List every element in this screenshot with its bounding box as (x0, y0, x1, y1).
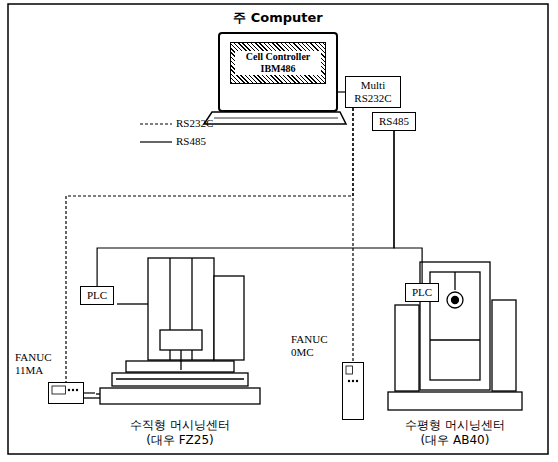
controller-button (68, 389, 70, 391)
controller-button (356, 380, 358, 382)
controller-button (352, 380, 354, 382)
computer-base (204, 112, 346, 124)
screen-label: Cell Controller IBM486 (235, 51, 321, 75)
controller-screen (346, 366, 353, 374)
computer-monitor: 주 ComputerCell Controller IBM486 (218, 32, 338, 112)
controller-button (72, 389, 74, 391)
legend-sample (140, 123, 172, 124)
machine-center: 수평형 머시닝센터 (대우 AB40) (385, 258, 525, 448)
rs485-line (394, 131, 422, 283)
horizontal-machine (388, 262, 522, 410)
drawing-stroke (84, 397, 100, 398)
legend-sample (140, 141, 172, 142)
drawing-stroke (96, 393, 100, 394)
controller-face (343, 363, 363, 419)
plc-box: PLC (405, 283, 439, 302)
drawing-stroke (116, 378, 244, 379)
drawing-stroke (126, 361, 234, 372)
machine-caption: 수평형 머시닝센터 (대우 AB40) (401, 418, 509, 448)
rs232c-line (352, 108, 353, 362)
drawing-stroke (117, 303, 148, 304)
frame (8, 4, 548, 454)
controller-screen (52, 386, 66, 394)
drawing-stroke (452, 297, 459, 304)
legend-entry: RS485 (176, 135, 206, 148)
vertical-machine (84, 258, 260, 404)
legend-label: RS232C (176, 117, 213, 130)
fanuc-cabinet: FANUC 0MC (342, 362, 364, 420)
controller-button (348, 380, 350, 382)
multi-port-box: Multi RS232C (345, 76, 401, 108)
drawing-stroke (160, 330, 202, 350)
drawing-stroke (112, 373, 248, 386)
drawing-stroke (148, 258, 214, 360)
machine-center: 수직형 머시닝센터 (대우 FZ25) (95, 256, 265, 448)
controller-button (76, 389, 78, 391)
drawing-stroke (454, 272, 455, 290)
box-label: PLC (412, 286, 432, 299)
fanuc-pendant: FANUC 11MA (48, 382, 84, 404)
box-label: PLC (87, 289, 107, 302)
machine-caption: 수직형 머시닝센터 (대우 FZ25) (126, 418, 234, 448)
drawing-stroke (430, 339, 480, 340)
monitor-screen: Cell Controller IBM486 (230, 42, 326, 84)
drawing-stroke (388, 392, 522, 410)
drawing-stroke (100, 388, 260, 404)
controller-face (49, 383, 83, 403)
drawing-stroke (214, 276, 244, 360)
drawing-stroke (395, 305, 419, 391)
rs485-line (97, 131, 394, 286)
legend-label: RS485 (176, 135, 206, 148)
computer-label: 주 Computer (233, 9, 323, 27)
drawing-stroke (420, 262, 490, 390)
drawing-stroke (492, 300, 516, 391)
rs232c-line (66, 108, 353, 382)
box-label: RS485 (379, 115, 409, 128)
drawing-stroke (447, 292, 463, 308)
rs485-port-box: RS485 (372, 112, 416, 131)
legend-entry: RS232C (176, 117, 213, 130)
drawing-stroke (180, 350, 181, 370)
computer-base-line (214, 118, 338, 119)
rs485-line (84, 392, 95, 393)
rs485-line (338, 91, 345, 92)
box-label: Multi RS232C (352, 79, 394, 105)
controller-label: FANUC 0MC (291, 333, 337, 359)
plc-box: PLC (80, 286, 114, 305)
controller-label: FANUC 11MA (15, 351, 59, 377)
